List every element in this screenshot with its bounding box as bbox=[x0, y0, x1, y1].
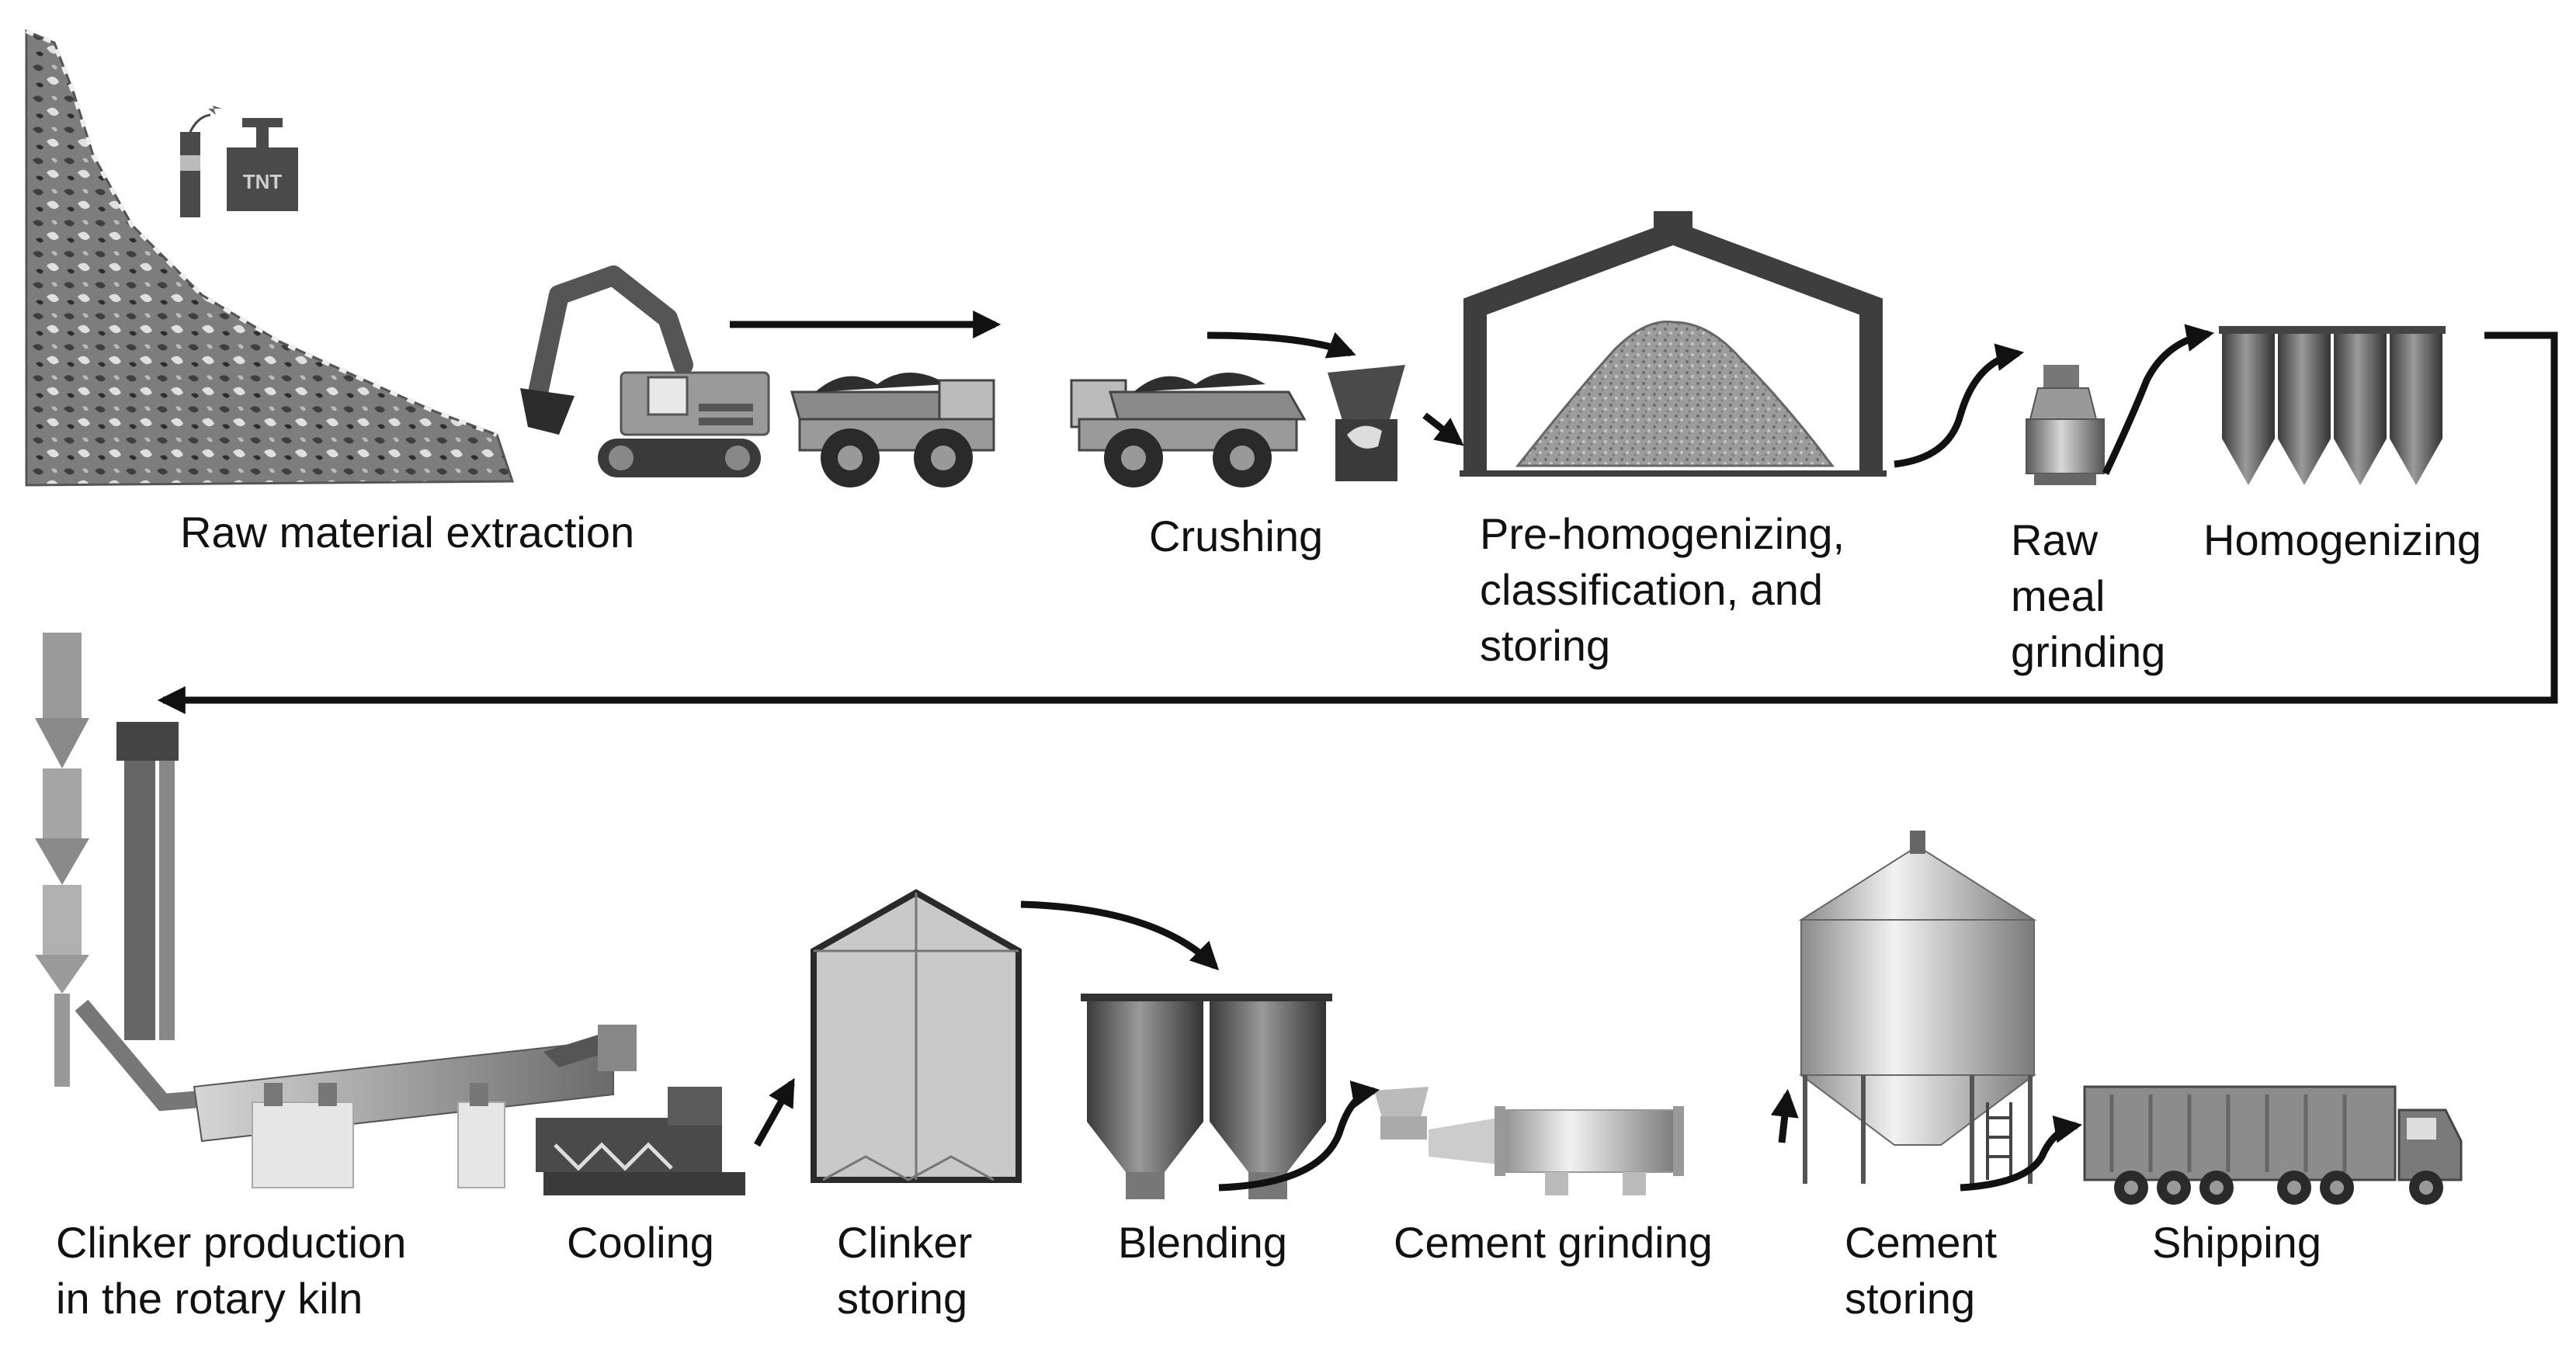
tnt-detonator-icon: TNT bbox=[227, 118, 298, 211]
quarry-rock-icon bbox=[25, 29, 515, 487]
label-raw-meal-grinding: Raw meal grinding bbox=[2011, 512, 2165, 680]
return-flow-arrow bbox=[157, 331, 2558, 714]
shipping-truck-icon bbox=[2083, 1085, 2463, 1205]
label-clinker-storing: Clinker storing bbox=[837, 1215, 972, 1327]
flow-arrow bbox=[1770, 1088, 1799, 1143]
label-line: classification, and bbox=[1480, 565, 1824, 614]
haul-truck-icon bbox=[790, 373, 995, 487]
tnt-label: TNT bbox=[243, 170, 283, 193]
label-cooling: Cooling bbox=[567, 1215, 714, 1271]
flow-arrow bbox=[1422, 412, 1464, 446]
label-line: Cement grinding bbox=[1394, 1218, 1713, 1267]
storage-shed-icon bbox=[1460, 211, 1887, 477]
label-line: in the rotary kiln bbox=[56, 1274, 363, 1323]
label-homogenizing: Homogenizing bbox=[2203, 512, 2481, 568]
dynamite-icon bbox=[180, 106, 222, 217]
flow-arrow bbox=[1960, 1115, 2083, 1192]
label-cement-storing: Cement storing bbox=[1845, 1215, 1997, 1327]
label-line: Pre-homogenizing, bbox=[1480, 509, 1845, 558]
flow-arrow bbox=[754, 1077, 795, 1147]
blending-silos-icon bbox=[1081, 994, 1332, 1199]
label-line: Cooling bbox=[567, 1218, 714, 1267]
label-pre-homogenizing: Pre-homogenizing, classification, and st… bbox=[1480, 506, 1845, 674]
homogenizing-silos-icon bbox=[2219, 326, 2446, 485]
label-line: Homogenizing bbox=[2203, 515, 2481, 564]
cement-silo-icon bbox=[1798, 831, 2037, 1184]
flow-arrow bbox=[2102, 324, 2215, 475]
label-shipping: Shipping bbox=[2152, 1215, 2321, 1271]
label-clinker-production: Clinker production in the rotary kiln bbox=[56, 1215, 406, 1327]
label-line: Raw material extraction bbox=[180, 508, 635, 557]
label-cement-grinding: Cement grinding bbox=[1394, 1215, 1713, 1271]
preheater-tower-icon bbox=[35, 633, 257, 1112]
flow-arrow bbox=[1020, 900, 1220, 971]
flow-arrow bbox=[1894, 343, 2025, 468]
haul-truck-icon bbox=[1070, 373, 1307, 487]
label-line: Blending bbox=[1118, 1218, 1287, 1267]
label-raw-material-extraction: Raw material extraction bbox=[180, 505, 634, 560]
crusher-icon bbox=[1328, 365, 1405, 481]
rotary-kiln-icon bbox=[193, 1025, 637, 1188]
label-line: Raw bbox=[2011, 515, 2099, 564]
ball-mill-icon bbox=[1374, 1087, 1684, 1195]
label-line: Clinker production bbox=[56, 1218, 407, 1267]
label-line: storing bbox=[1845, 1274, 1976, 1323]
label-line: Clinker bbox=[837, 1218, 973, 1267]
flow-arrow bbox=[1206, 331, 1356, 359]
label-line: Crushing bbox=[1149, 512, 1324, 560]
label-crushing: Crushing bbox=[1149, 508, 1323, 564]
clinker-storage-silo-icon bbox=[811, 889, 1022, 1183]
label-blending: Blending bbox=[1118, 1215, 1287, 1271]
clinker-cooler-icon bbox=[536, 1087, 745, 1195]
label-line: meal bbox=[2011, 571, 2106, 620]
label-line: storing bbox=[837, 1274, 968, 1323]
label-line: grinding bbox=[2011, 627, 2166, 676]
flow-arrow bbox=[1218, 1081, 1380, 1192]
raw-mill-icon bbox=[2026, 365, 2105, 485]
label-line: Cement bbox=[1845, 1218, 1998, 1267]
label-line: Shipping bbox=[2152, 1218, 2321, 1267]
excavator-icon bbox=[520, 265, 770, 477]
label-line: storing bbox=[1480, 621, 1611, 670]
